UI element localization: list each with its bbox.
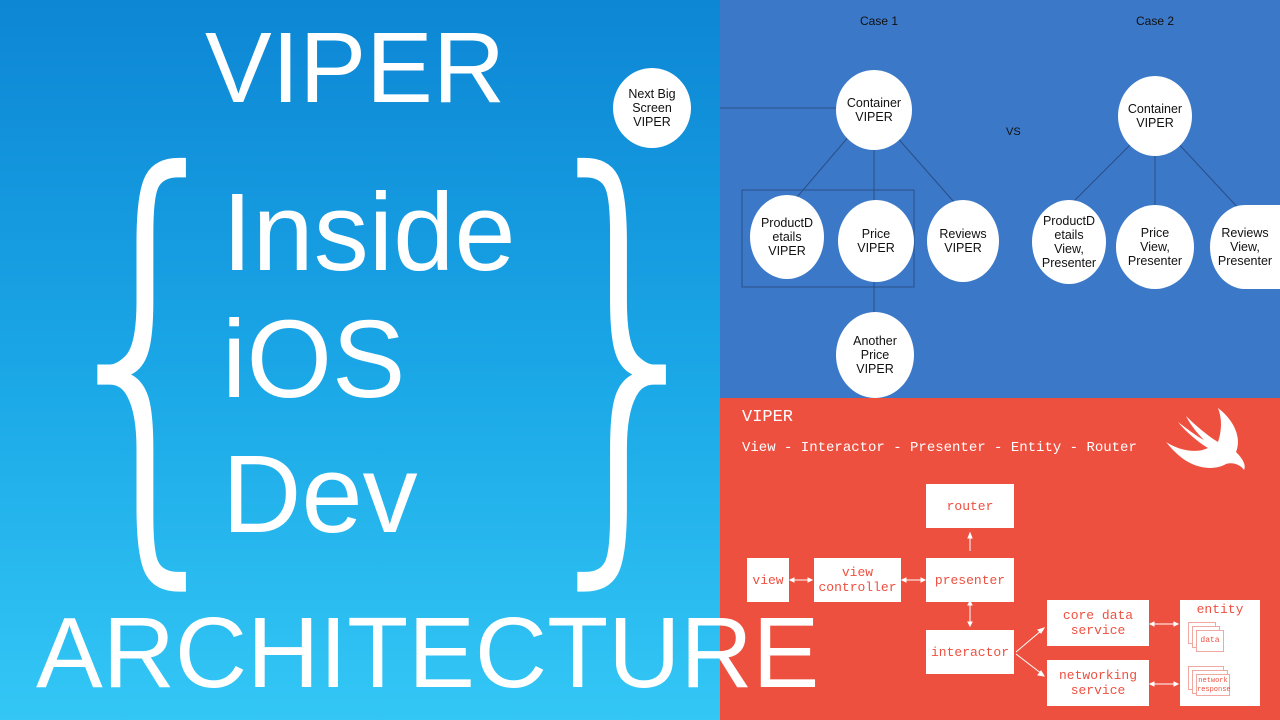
- node-reviews-case1: Reviews VIPER: [927, 200, 999, 282]
- viper-subtitle: View - Interactor - Presenter - Entity -…: [742, 440, 1137, 456]
- left-title-panel: VIPER { } Inside iOS Dev: [0, 0, 720, 720]
- box-interactor: interactor: [926, 630, 1014, 674]
- case1-label: Case 1: [860, 14, 899, 28]
- node-price-case1: Price VIPER: [838, 200, 914, 282]
- viper-arrows: [788, 531, 1180, 687]
- data-label: data: [1196, 630, 1224, 652]
- node-reviews-case2: Reviews View, Presenter: [1210, 205, 1280, 289]
- node-container-case2: Container VIPER: [1118, 76, 1192, 156]
- title-dev: Dev: [222, 433, 418, 556]
- case2-label: Case 2: [1136, 14, 1175, 28]
- title-ios: iOS: [222, 298, 406, 421]
- open-brace: {: [40, 79, 256, 626]
- node-product-details-case2: ProductD etails View, Presenter: [1032, 200, 1106, 284]
- network-response-label: network response: [1196, 674, 1231, 696]
- swift-bird-icon: [1166, 408, 1245, 470]
- title-inside: Inside: [222, 171, 516, 294]
- viper-architecture-panel: VIPER View - Interactor - Presenter - En…: [720, 398, 1280, 720]
- node-container-case1: Container VIPER: [836, 70, 912, 150]
- box-presenter: presenter: [926, 558, 1014, 602]
- title-architecture: ARCHITECTURE: [36, 597, 820, 709]
- box-entity: entity data network response: [1180, 600, 1260, 706]
- box-view: view: [747, 558, 789, 602]
- node-another-price-case1: Another Price VIPER: [836, 312, 914, 398]
- box-router: router: [926, 484, 1014, 528]
- cases-diagram-panel: Case 1 Case 2 VS Container VIPER Product…: [720, 0, 1280, 398]
- vs-label: VS: [1006, 126, 1021, 138]
- box-networking-service: networking service: [1047, 660, 1149, 706]
- close-brace: }: [520, 79, 736, 626]
- viper-title: VIPER: [742, 408, 794, 427]
- box-view-controller: view controller: [814, 558, 901, 602]
- entity-label: entity: [1196, 602, 1244, 617]
- node-price-case2: Price View, Presenter: [1116, 205, 1194, 289]
- node-next-big-screen: Next Big Screen VIPER: [613, 68, 691, 148]
- title-viper: VIPER: [205, 12, 506, 124]
- node-product-details-case1: ProductD etails VIPER: [750, 195, 824, 279]
- swift-logo: [1156, 400, 1256, 474]
- box-core-data-service: core data service: [1047, 600, 1149, 646]
